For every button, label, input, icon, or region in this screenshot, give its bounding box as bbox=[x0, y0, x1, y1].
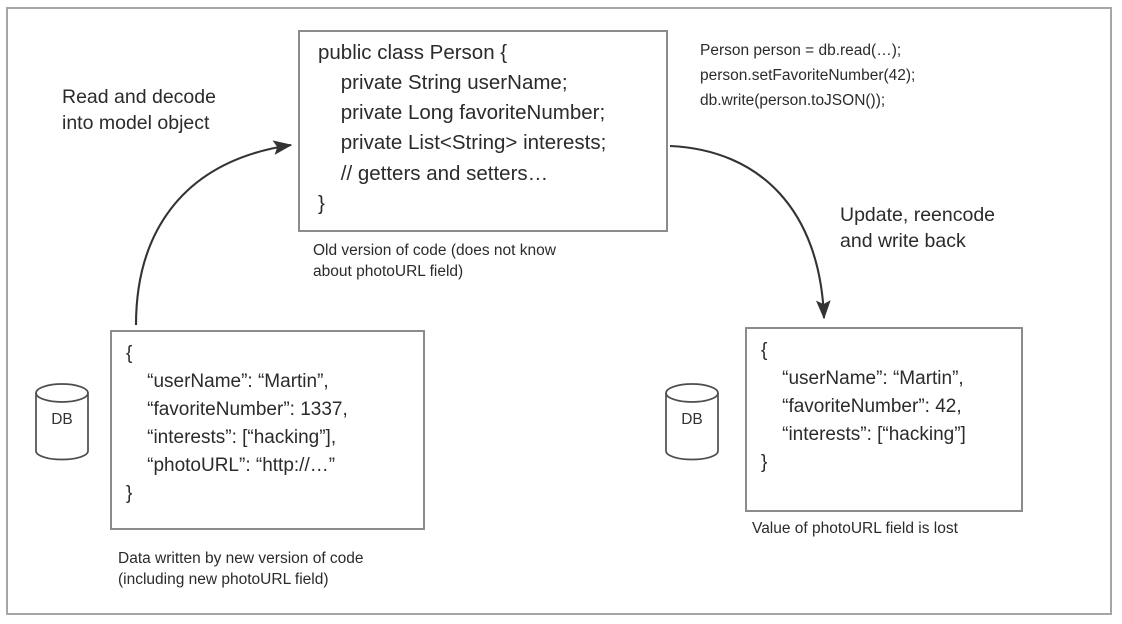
write-arrow-label: Update, reencode and write back bbox=[840, 204, 996, 252]
source-record-text: { “userName”: “Martin”, “favoriteNumber”… bbox=[126, 343, 348, 504]
read-arrow-label: Read and decode into model object bbox=[62, 86, 216, 134]
source-db-label: DB bbox=[51, 411, 73, 428]
result-db-label: DB bbox=[681, 411, 703, 428]
source-record-caption: Data written by new version of code (inc… bbox=[118, 550, 364, 589]
result-record-text: { “userName”: “Martin”, “favoriteNumber”… bbox=[761, 340, 966, 473]
source-record-box bbox=[110, 330, 425, 530]
code-box bbox=[298, 30, 668, 232]
usage-snippet-text: Person person = db.read(…); person.setFa… bbox=[700, 42, 916, 110]
result-record-box bbox=[745, 327, 1023, 512]
code-box-text: public class Person { private String use… bbox=[318, 41, 607, 215]
result-record-caption: Value of photoURL field is lost bbox=[752, 520, 958, 537]
code-box-caption: Old version of code (does not know about… bbox=[313, 242, 556, 281]
